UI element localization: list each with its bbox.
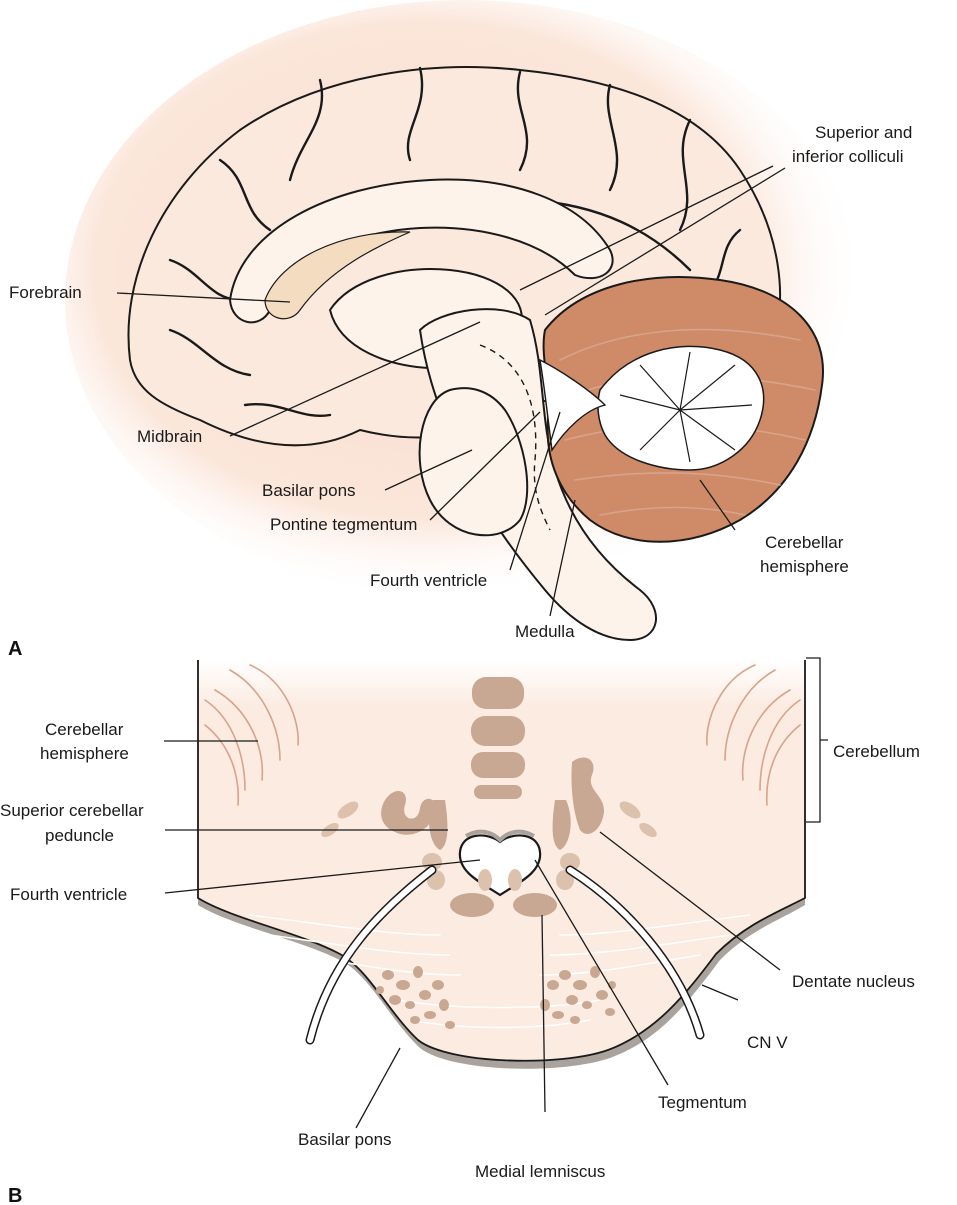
label-pontine-tegmentum: Pontine tegmentum xyxy=(270,515,417,534)
label-tegmentum: Tegmentum xyxy=(658,1093,747,1112)
label-superior-colliculi-line1: Superior and xyxy=(815,123,912,142)
label-fourth-ventricle-b: Fourth ventricle xyxy=(10,885,127,904)
label-fourth-ventricle-a: Fourth ventricle xyxy=(370,571,487,590)
panel-b-illustration xyxy=(164,658,828,1128)
label-superior-cerebellar-peduncle-line2: peduncle xyxy=(45,826,114,845)
cerebellum-bracket xyxy=(806,658,828,822)
label-midbrain: Midbrain xyxy=(137,427,202,446)
label-basilar-pons-a: Basilar pons xyxy=(262,481,356,500)
label-cerebellar-hemisphere-b-line1: Cerebellar xyxy=(45,720,124,739)
label-cn-v: CN V xyxy=(747,1033,788,1052)
panel-letter-b: B xyxy=(8,1185,22,1205)
label-superior-cerebellar-peduncle-line1: Superior cerebellar xyxy=(0,801,144,820)
panel-a-illustration xyxy=(65,0,865,640)
label-cerebellum: Cerebellum xyxy=(833,742,920,761)
label-medial-lemniscus: Medial lemniscus xyxy=(475,1162,605,1181)
panel-letter-a: A xyxy=(8,638,22,660)
label-cerebellar-hemisphere-b-line2: hemisphere xyxy=(40,744,129,763)
label-medulla: Medulla xyxy=(515,622,575,641)
label-forebrain: Forebrain xyxy=(9,283,82,302)
label-cerebellar-hemisphere-a-line2: hemisphere xyxy=(760,557,849,576)
label-cerebellar-hemisphere-a-line1: Cerebellar xyxy=(765,533,844,552)
label-superior-colliculi-line2: inferior colliculi xyxy=(792,147,903,166)
label-basilar-pons-b: Basilar pons xyxy=(298,1130,392,1149)
label-dentate-nucleus: Dentate nucleus xyxy=(792,972,915,991)
